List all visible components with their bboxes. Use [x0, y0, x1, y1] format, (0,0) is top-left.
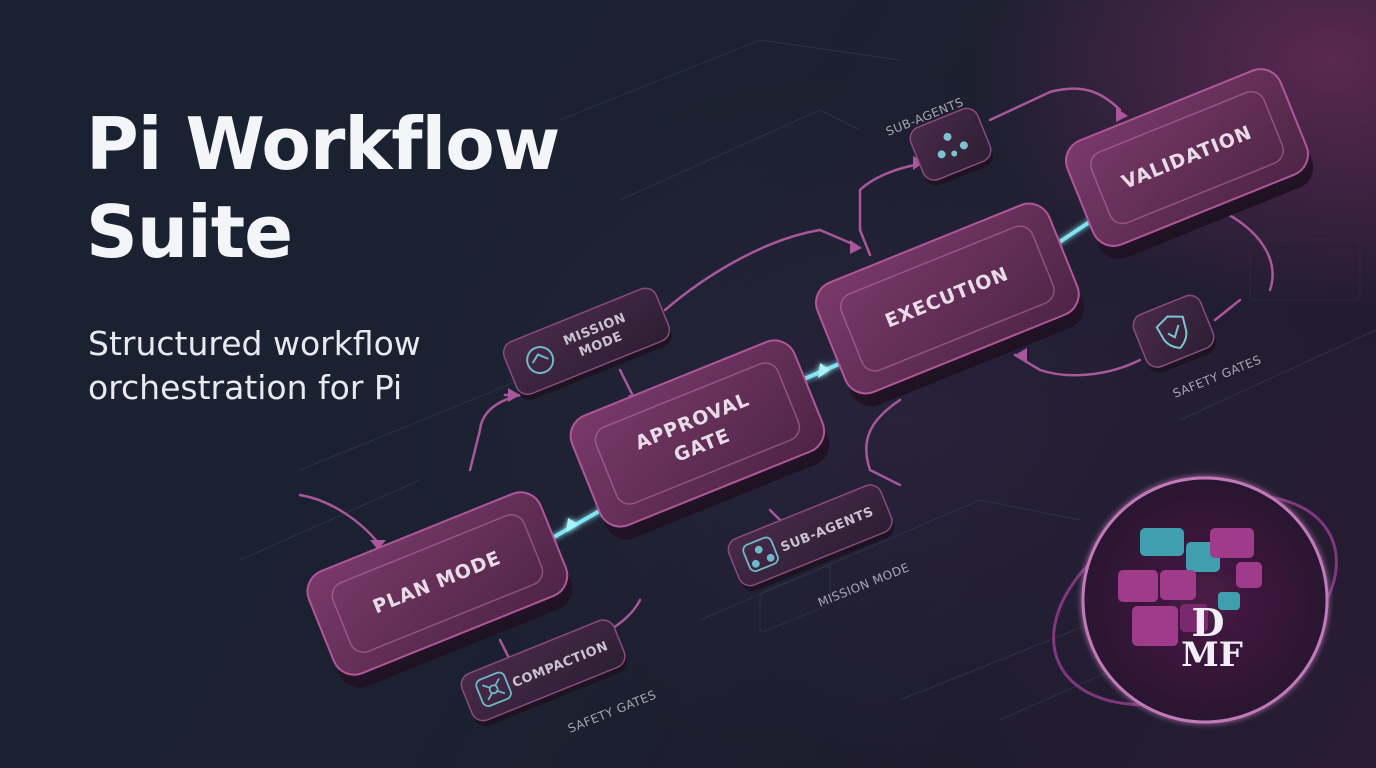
tagline-line-2: orchestration for Pi [88, 368, 403, 407]
compaction-icon [475, 671, 512, 707]
caption-safety-gates-bottom: SAFETY GATES [566, 688, 659, 736]
shield-icon [1155, 315, 1188, 350]
logo-text-top: D [1192, 600, 1225, 645]
tile-safety-gates[interactable] [1130, 292, 1220, 376]
sub-agents-icon [742, 536, 779, 572]
chip-mission-mode[interactable]: MISSION MODE [500, 285, 675, 404]
node-validation[interactable]: VALIDATION [1059, 63, 1319, 266]
tile-sub-agents[interactable] [907, 105, 997, 189]
node-execution[interactable]: EXECUTION [809, 197, 1090, 413]
logo-text-bottom: MF [1181, 635, 1243, 675]
network-icon [937, 132, 968, 159]
headline-line-2: Suite [86, 190, 293, 274]
pixel-mark [1118, 528, 1262, 646]
tagline: Structured workflow orchestration for Pi [88, 322, 508, 410]
headline-line-1: Pi Workflow [86, 102, 560, 186]
node-approval-gate[interactable]: APPROVAL GATE [564, 334, 836, 546]
headline: Pi Workflow Suite [86, 100, 666, 276]
mission-mode-icon [526, 346, 555, 375]
tagline-line-1: Structured workflow [88, 324, 421, 363]
dmf-logo: D MF [1052, 476, 1338, 724]
node-plan-mode[interactable]: PLAN MODE [301, 486, 579, 695]
